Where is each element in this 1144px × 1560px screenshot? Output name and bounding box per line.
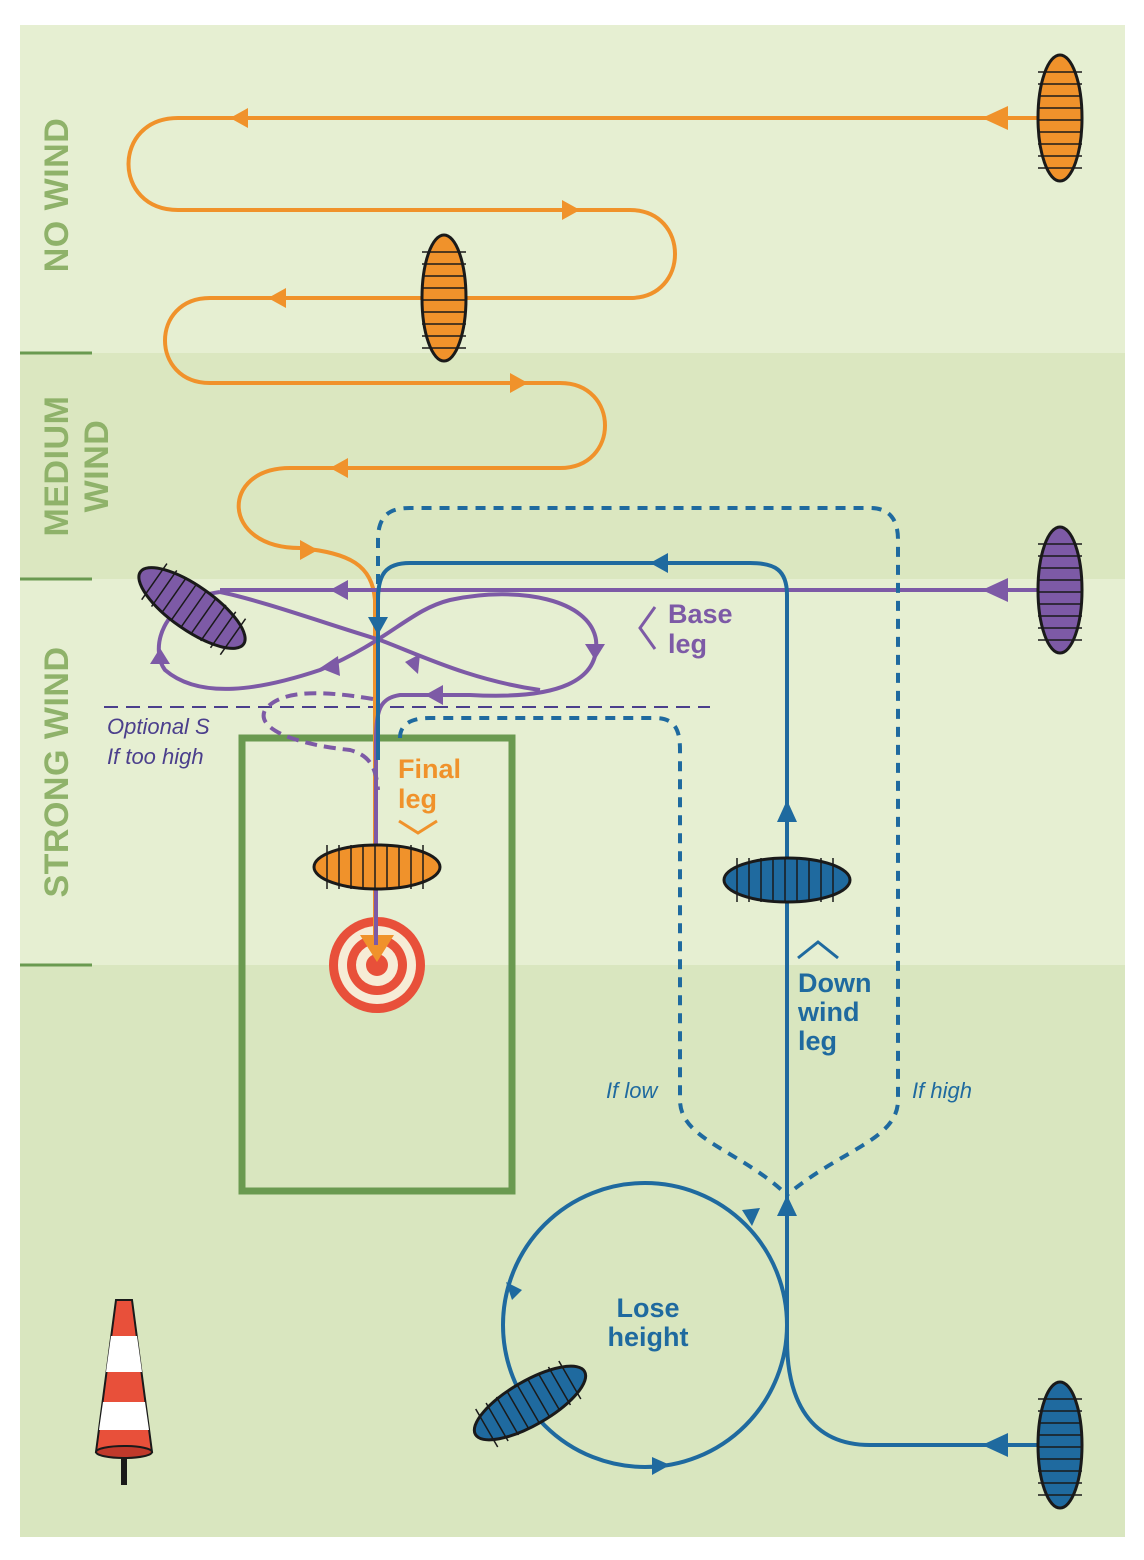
final-leg-text-2: leg	[398, 784, 437, 814]
orange-path-arrows	[230, 106, 1008, 962]
paraglider-wing-icon	[1036, 53, 1084, 183]
if-high-label: If high	[912, 1078, 972, 1103]
down-wind-leg-text-2: wind	[797, 997, 860, 1027]
paraglider-wing-icon	[312, 843, 442, 891]
paraglider-wing-icon	[722, 856, 852, 904]
final-leg-label: Final leg	[398, 754, 461, 835]
paraglider-wing-icon	[420, 233, 468, 363]
down-wind-leg-text-3: leg	[798, 1026, 837, 1056]
base-leg-text-1: Base	[668, 599, 733, 629]
paraglider-wing-icon	[472, 1360, 588, 1448]
lose-height-text-1: Lose	[616, 1293, 679, 1323]
zone-label-strong-wind: STRONG WIND	[38, 646, 76, 897]
zone-label-medium-wind-1: MEDIUM	[38, 396, 76, 537]
zone-label-no-wind: NO WIND	[38, 118, 76, 273]
paraglider-wing-icon	[137, 563, 247, 656]
purple-approach-path	[156, 588, 1040, 945]
target-bullseye-icon	[329, 917, 425, 1013]
zone-dividers	[20, 351, 92, 967]
windsock-icon	[94, 1299, 154, 1485]
strong-wind-zone	[20, 579, 1125, 965]
optional-s-label: Optional S If too high	[107, 714, 210, 769]
bottom-zone	[20, 965, 1125, 1537]
down-wind-leg-label: Down wind leg	[797, 940, 872, 1056]
base-leg-label: Base leg	[638, 599, 733, 659]
final-leg-text-1: Final	[398, 754, 461, 784]
lose-height-label: Lose height	[608, 1293, 689, 1352]
blue-approach-path	[375, 506, 1040, 1469]
down-wind-leg-text-1: Down	[798, 968, 872, 998]
if-low-label: If low	[606, 1078, 659, 1103]
blue-path-arrows	[368, 553, 1008, 1475]
base-leg-text-2: leg	[668, 629, 707, 659]
paraglider-wing-icon	[1036, 1380, 1084, 1510]
lose-height-text-2: height	[608, 1322, 689, 1352]
purple-path-arrows	[150, 578, 1008, 705]
optional-s-text-2: If too high	[107, 744, 204, 769]
optional-s-text-1: Optional S	[107, 714, 210, 739]
paraglider-wing-icon	[1036, 525, 1084, 655]
orange-approach-path	[126, 116, 1040, 948]
zone-label-medium-wind-2: WIND	[78, 420, 116, 513]
